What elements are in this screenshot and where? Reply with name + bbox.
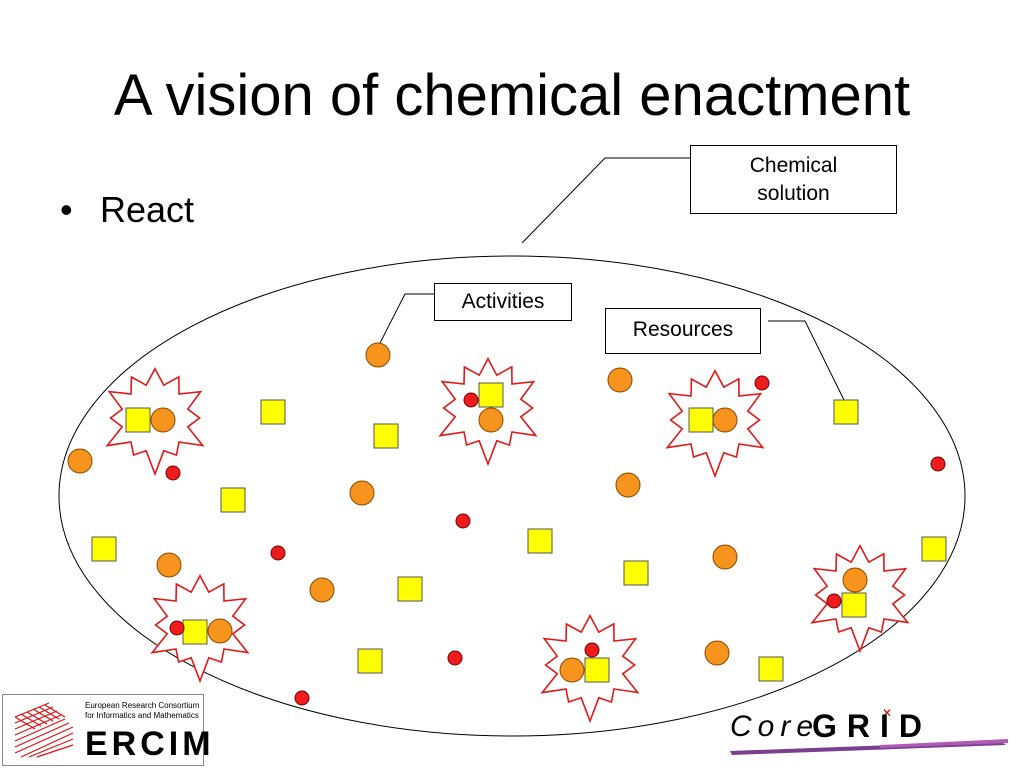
coregrid-grid-text: GRID (812, 708, 932, 744)
activities-callout-line (379, 293, 434, 344)
chemical-solution-label-line1: Chemical (749, 154, 838, 177)
resource-square (182, 619, 208, 645)
activity-circle (704, 640, 730, 666)
resource-square (220, 487, 246, 513)
resources-label: Resources (605, 308, 761, 354)
catalyst-dot (463, 392, 479, 408)
activity-circle (712, 544, 738, 570)
chemical-solution-label: Chemical solution (690, 145, 897, 214)
resource-square (758, 656, 784, 682)
slide-title: A vision of chemical enactment (113, 63, 911, 128)
resource-square (478, 382, 504, 408)
resource-square (623, 560, 649, 586)
activity-circle (478, 407, 504, 433)
activity-circle (559, 657, 585, 683)
activity-circle (712, 407, 738, 433)
activity-circle (607, 367, 633, 393)
bullet-item: • React (60, 186, 194, 234)
catalyst-dot (294, 690, 310, 706)
resource-square (584, 657, 610, 683)
resources-group (91, 382, 947, 683)
resource-square (260, 399, 286, 425)
activity-circle (67, 448, 93, 474)
svg-text:✕: ✕ (882, 706, 892, 720)
activity-circle (842, 567, 868, 593)
bullet-dot: • (60, 189, 73, 230)
solution-ellipse (58, 255, 966, 737)
resource-square (373, 423, 399, 449)
resource-square (125, 407, 151, 433)
coregrid-core-text: Core (730, 710, 820, 743)
catalyst-dot (826, 593, 842, 609)
ercim-logo: European Research Consortium for Informa… (2, 694, 211, 766)
resources-callout-line (768, 320, 846, 403)
resource-square (688, 407, 714, 433)
chemical-solution-label-line2: solution (757, 182, 830, 205)
resource-square (527, 528, 553, 554)
catalyst-dot (754, 375, 770, 391)
activity-circle (365, 342, 391, 368)
ercim-name: ERCIM (85, 725, 215, 763)
ercim-subtitle: European Research Consortium for Informa… (85, 701, 199, 721)
activities-label: Activities (434, 283, 572, 321)
resource-square (841, 592, 867, 618)
ercim-subtitle-line2: for Informatics and Mathematics (85, 711, 199, 720)
catalyst-dot (455, 513, 471, 529)
activity-circle (615, 472, 641, 498)
resource-square (397, 576, 423, 602)
coregrid-swoosh-icon: ✕ (730, 706, 1008, 755)
activity-circle (309, 577, 335, 603)
activity-circle (156, 552, 182, 578)
catalyst-dot (165, 465, 181, 481)
catalyst-dot (584, 642, 600, 658)
resource-square (91, 536, 117, 562)
resource-square (357, 648, 383, 674)
catalyst-dot (930, 456, 946, 472)
catalysts-group (165, 375, 946, 706)
reaction-stars (105, 357, 910, 724)
ercim-subtitle-line1: European Research Consortium (85, 701, 200, 710)
coregrid-logo: ✕ Core GRID (730, 705, 1020, 765)
resource-square (833, 399, 859, 425)
resource-square (921, 536, 947, 562)
ercim-cube-icon (14, 702, 74, 758)
activity-circle (150, 407, 176, 433)
catalyst-dot (270, 545, 286, 561)
activity-circle (349, 480, 375, 506)
activity-circle (207, 618, 233, 644)
bullet-text: React (100, 189, 195, 230)
catalyst-dot (169, 620, 185, 636)
catalyst-dot (447, 650, 463, 666)
chemical-solution-callout-line (521, 157, 690, 244)
activities-group (67, 342, 868, 683)
